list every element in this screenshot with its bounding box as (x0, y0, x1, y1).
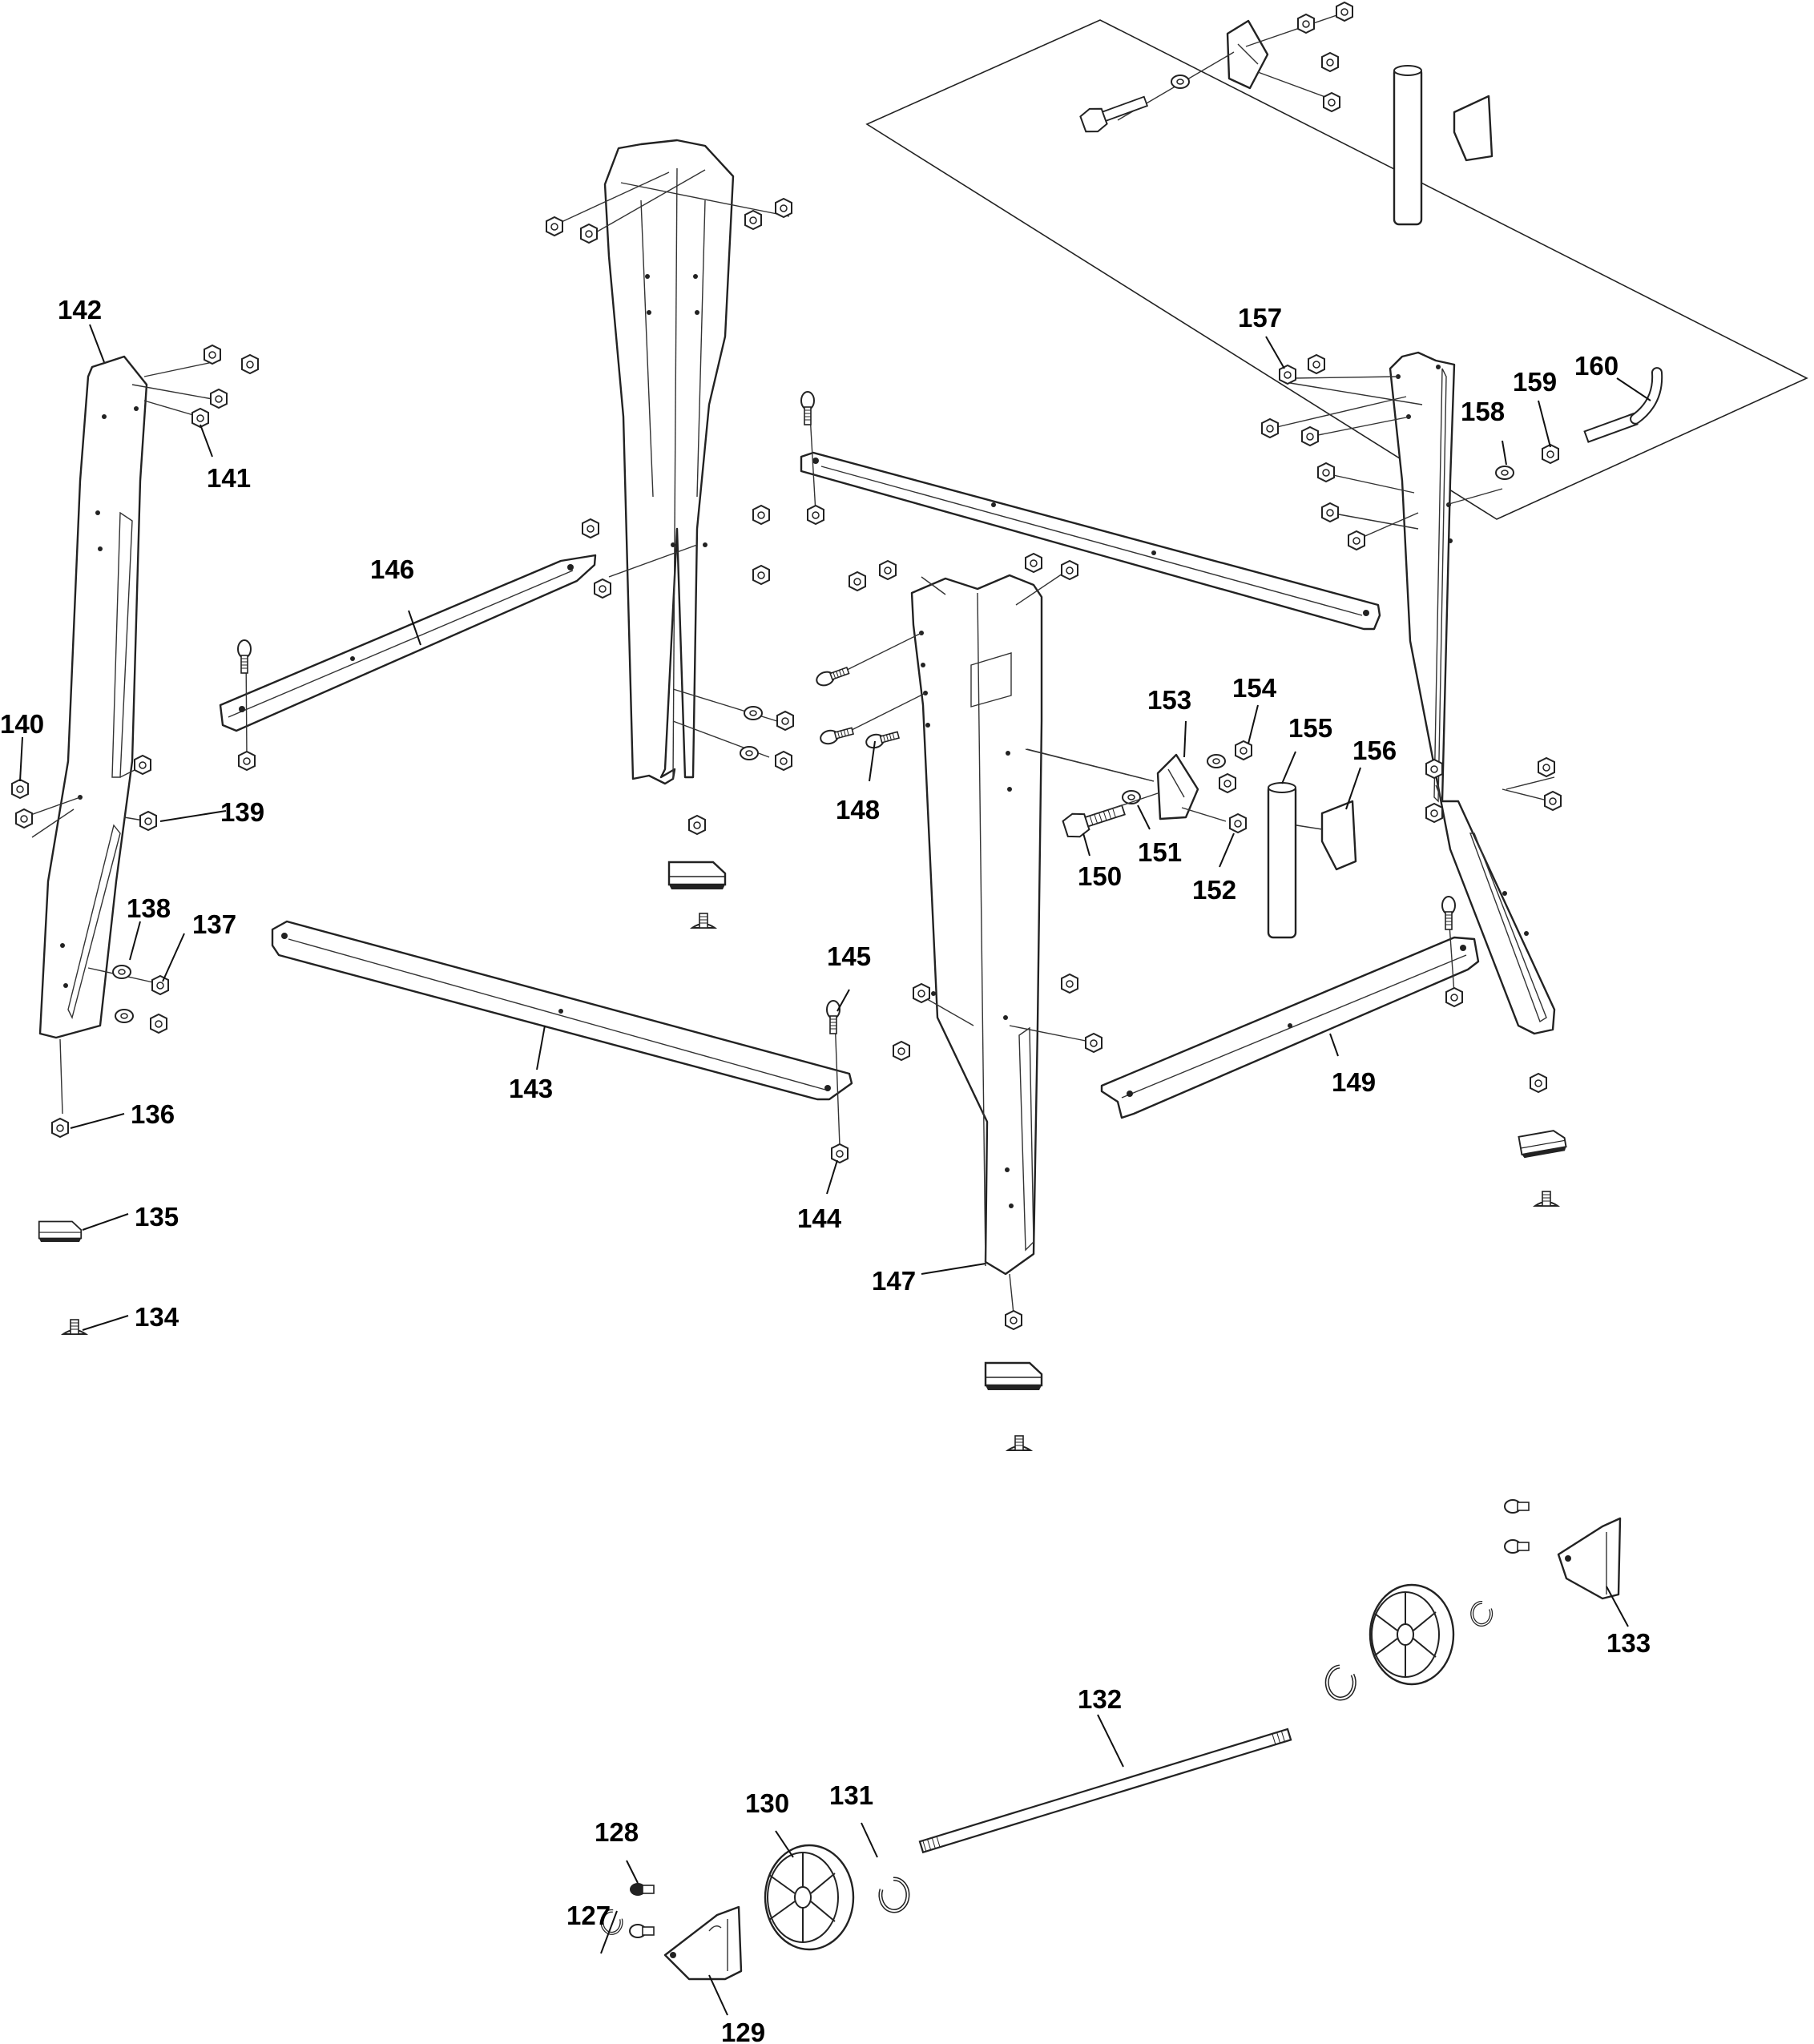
callout-131: 131 (829, 1780, 873, 1810)
rail-146 (219, 554, 597, 771)
callout-149: 149 (1332, 1067, 1376, 1097)
callout-138: 138 (127, 893, 171, 923)
bracket-assembly (1025, 740, 1357, 939)
callout-130: 130 (745, 1788, 789, 1818)
back-left-leg (546, 139, 794, 929)
table-top-plane (865, 2, 1808, 520)
callout-128: 128 (595, 1817, 639, 1847)
wheel-assembly (600, 1499, 1622, 1981)
leg-147 (813, 553, 1155, 1451)
leader-lines (19, 324, 1651, 2016)
leg-142 (11, 345, 259, 1335)
callout-129: 129 (721, 2018, 765, 2044)
callout-154: 154 (1232, 673, 1277, 703)
rail-center-long (800, 391, 1381, 631)
callout-labels: 127 128 129 130 131 132 133 134 135 136 … (0, 295, 1651, 2044)
rail-149 (1100, 896, 1480, 1119)
callout-140: 140 (0, 709, 44, 739)
callout-160: 160 (1574, 351, 1618, 381)
callout-148: 148 (836, 795, 880, 824)
callout-157: 157 (1238, 303, 1282, 333)
callout-144: 144 (797, 1203, 842, 1233)
callout-159: 159 (1513, 367, 1557, 397)
callout-158: 158 (1461, 397, 1505, 426)
callout-153: 153 (1147, 685, 1191, 715)
callout-142: 142 (58, 295, 102, 325)
callout-127: 127 (566, 1901, 611, 1930)
callout-135: 135 (135, 1202, 179, 1232)
callout-143: 143 (509, 1074, 553, 1103)
rail-143 (271, 920, 853, 1163)
callout-133: 133 (1606, 1628, 1651, 1658)
callout-156: 156 (1352, 736, 1397, 765)
callout-151: 151 (1138, 837, 1182, 867)
callout-132: 132 (1078, 1684, 1122, 1714)
callout-150: 150 (1078, 861, 1122, 891)
callout-137: 137 (192, 909, 236, 939)
callout-152: 152 (1192, 875, 1236, 905)
callout-145: 145 (827, 941, 871, 971)
callout-147: 147 (872, 1266, 916, 1296)
callout-139: 139 (220, 797, 264, 827)
leg-right (1261, 351, 1663, 1207)
callout-141: 141 (207, 463, 251, 493)
callout-146: 146 (370, 554, 414, 584)
callout-155: 155 (1288, 713, 1332, 743)
callout-134: 134 (135, 1302, 179, 1332)
callout-136: 136 (131, 1099, 175, 1129)
